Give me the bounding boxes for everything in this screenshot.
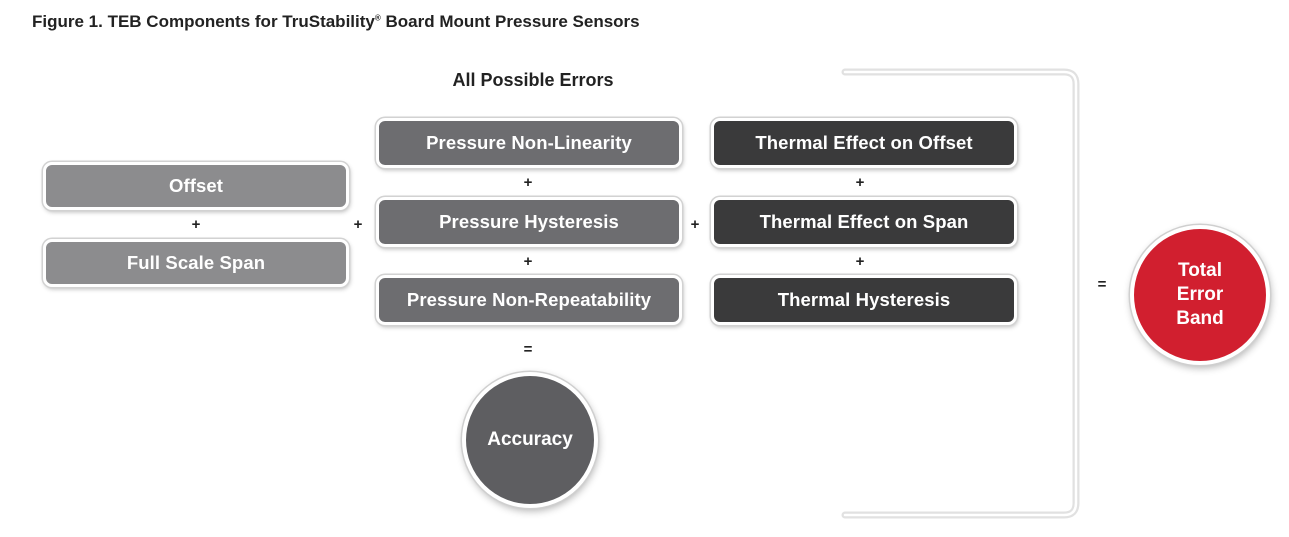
full-scale-span-box: Full Scale Span bbox=[43, 239, 349, 287]
plus-sign: + bbox=[690, 216, 700, 233]
figure-title-main: Figure 1. TEB Components for TruStabilit… bbox=[32, 12, 375, 31]
figure-title: Figure 1. TEB Components for TruStabilit… bbox=[32, 12, 640, 32]
figure-title-suffix: Board Mount Pressure Sensors bbox=[380, 12, 640, 31]
equals-sign: = bbox=[523, 341, 533, 358]
thermal-effect-offset-box: Thermal Effect on Offset bbox=[711, 118, 1017, 168]
thermal-effect-span-box: Thermal Effect on Span bbox=[711, 197, 1017, 247]
offset-box: Offset bbox=[43, 162, 349, 210]
pressure-hysteresis-box: Pressure Hysteresis bbox=[376, 197, 682, 247]
thermal-hysteresis-box: Thermal Hysteresis bbox=[711, 275, 1017, 325]
pressure-non-linearity-box: Pressure Non-Linearity bbox=[376, 118, 682, 168]
plus-sign: + bbox=[523, 253, 533, 270]
equals-sign: = bbox=[1097, 276, 1107, 293]
accuracy-circle: Accuracy bbox=[462, 372, 598, 508]
plus-sign: + bbox=[353, 216, 363, 233]
plus-sign: + bbox=[191, 216, 201, 233]
plus-sign: + bbox=[855, 253, 865, 270]
group-heading: All Possible Errors bbox=[452, 70, 614, 90]
plus-sign: + bbox=[855, 174, 865, 191]
plus-sign: + bbox=[523, 174, 533, 191]
total-error-band-circle: Total Error Band bbox=[1130, 225, 1270, 365]
pressure-non-repeatability-box: Pressure Non-Repeatability bbox=[376, 275, 682, 325]
registered-mark: ® bbox=[374, 13, 381, 23]
